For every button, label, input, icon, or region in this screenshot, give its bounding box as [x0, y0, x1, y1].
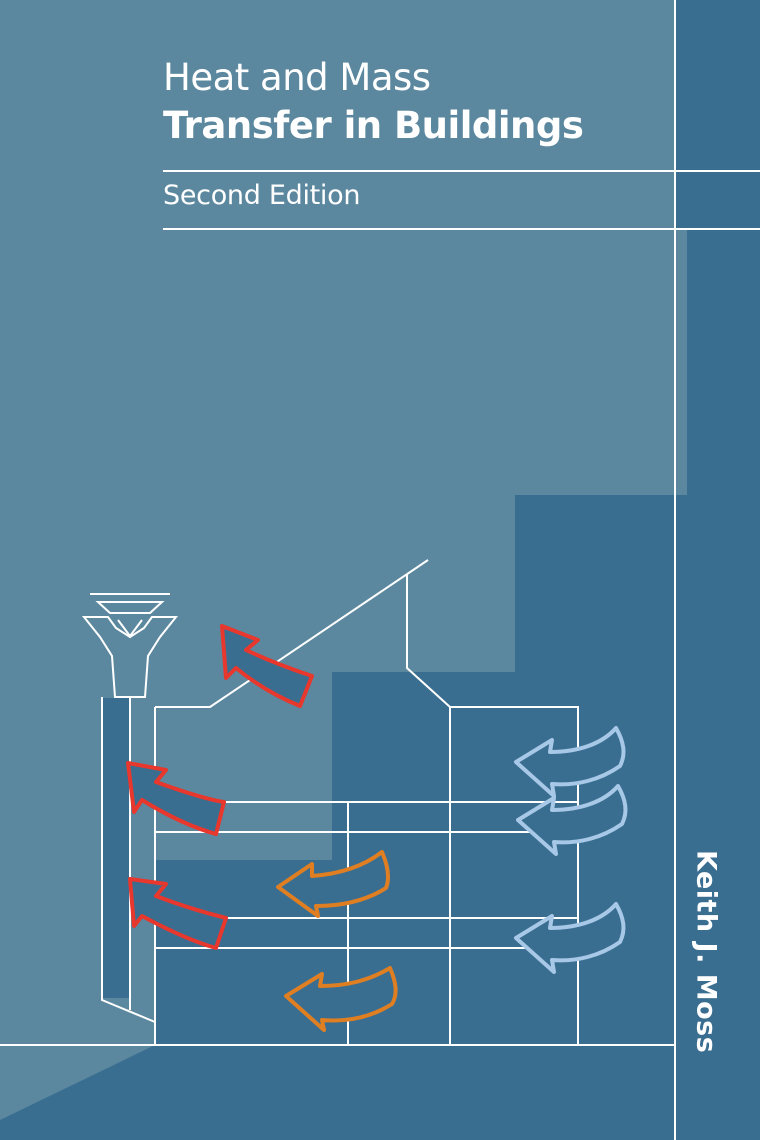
warm-arrows	[126, 624, 314, 950]
author-name: Keith J. Moss	[690, 850, 722, 1054]
internal-arrow-ground	[284, 966, 398, 1032]
warm-arrow-roof	[220, 624, 314, 708]
stack-shaft	[103, 698, 129, 998]
ventilation-stack	[81, 593, 179, 1023]
book-title-line-2: Transfer in Buildings	[163, 104, 584, 147]
cold-arrow-mid	[516, 784, 628, 856]
internal-arrows	[276, 850, 398, 1032]
cowl-inner-notch	[117, 619, 143, 638]
floor-wedge	[0, 1045, 155, 1120]
cold-arrows	[514, 726, 628, 974]
warm-arrow-floor-1	[126, 761, 226, 836]
internal-arrow-floor-2	[276, 850, 391, 918]
cold-arrow-bottom	[514, 902, 626, 974]
cowl-terminal	[81, 616, 179, 698]
edition-label: Second Edition	[163, 180, 361, 211]
book-title-line-1: Heat and Mass	[163, 56, 431, 99]
warm-arrow-floor-2	[128, 877, 228, 950]
cold-arrow-top	[514, 726, 626, 798]
cowl-cap	[95, 601, 165, 614]
stack-left-wall	[101, 697, 156, 1023]
background-light-panel	[0, 0, 687, 1045]
roof-line	[155, 559, 429, 708]
